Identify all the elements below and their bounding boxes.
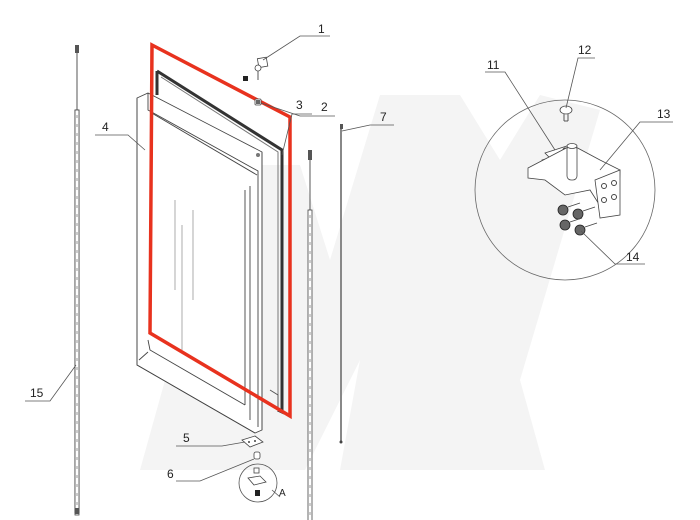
callout-2: 2 [260, 100, 335, 117]
highlight-outline [148, 42, 292, 420]
part-4-door-frame[interactable] [136, 92, 263, 434]
part-12-screw[interactable] [559, 105, 573, 122]
callout-15-label: 15 [30, 386, 44, 400]
callout-12-label: 12 [578, 43, 592, 57]
callout-12: 12 [565, 43, 595, 109]
callout-6: 6 [167, 458, 255, 482]
callout-1-label: 1 [318, 22, 325, 36]
callout-3: 3 [281, 98, 312, 156]
right-strip[interactable] [307, 150, 313, 520]
callout-3-label: 3 [296, 98, 303, 112]
callout-11: 11 [485, 58, 556, 151]
callout-6-label: 6 [167, 467, 174, 481]
callout-13: 13 [599, 107, 673, 171]
callout-4: 4 [95, 120, 146, 151]
part-6-bushing[interactable] [253, 451, 261, 460]
callout-13-label: 13 [657, 107, 671, 121]
detail-a-circle[interactable]: A [238, 463, 286, 503]
part-15-strip[interactable] [74, 45, 80, 516]
callout-11-label: 11 [487, 58, 500, 72]
part-2-bushing[interactable] [254, 98, 262, 106]
detail-a-label: A [279, 488, 286, 499]
part-13-hinge-bracket[interactable] [527, 143, 621, 219]
callout-4-label: 4 [102, 120, 109, 134]
callout-7-label: 7 [380, 110, 387, 124]
part-7-rod[interactable] [339, 124, 344, 444]
callout-1: 1 [262, 22, 330, 61]
callout-5: 5 [176, 431, 246, 447]
callout-15: 15 [25, 364, 77, 402]
callout-7: 7 [341, 110, 394, 132]
part-5-bottom-hinge-plate[interactable] [241, 435, 264, 448]
part-1-top-hinge[interactable] [243, 56, 269, 81]
callout-2-label: 2 [321, 100, 328, 114]
callout-14-label: 14 [626, 250, 640, 264]
callout-14: 14 [580, 230, 645, 265]
callout-5-label: 5 [183, 431, 190, 445]
detail-hinge-circle[interactable] [474, 99, 656, 281]
